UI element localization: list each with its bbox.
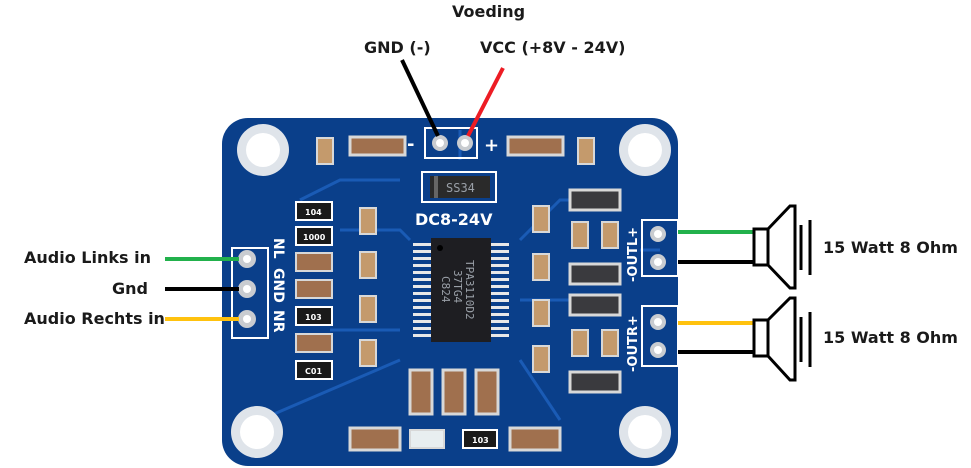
- chip-pins-right: [491, 243, 509, 337]
- capacitor-column-left: [359, 207, 377, 367]
- speaker-left-label: 15 Watt 8 Ohm: [823, 238, 958, 257]
- audio-gnd-label: Gnd: [112, 279, 148, 298]
- mounting-hole: [619, 124, 671, 176]
- audio-left-in-label: Audio Links in: [24, 248, 151, 267]
- gnd-power-label: GND (-): [364, 38, 431, 57]
- output-header-left: -OUTL+: [626, 219, 679, 282]
- mounting-hole: [237, 124, 289, 176]
- capacitor-column-right: [532, 205, 550, 373]
- chip-marking-1: TPA3110D2: [463, 260, 476, 320]
- resistor-marking: C01: [305, 367, 322, 376]
- mounting-hole: [231, 406, 283, 458]
- pcb-board: - + SS34 DC8-24V: [222, 118, 679, 466]
- speaker-icon: [752, 204, 812, 290]
- input-header: NL GND NR: [231, 238, 286, 339]
- speaker-right-label: 15 Watt 8 Ohm: [823, 328, 958, 347]
- smd-capacitor: [316, 137, 334, 165]
- amplifier-chip: TPA3110D2 37TG4 C824: [413, 238, 509, 342]
- silk-nr: NR: [270, 310, 286, 333]
- resistor-column: 104 1000 103 C01: [295, 201, 333, 380]
- power-title: Voeding: [452, 2, 526, 21]
- audio-right-in-label: Audio Rechts in: [24, 309, 165, 328]
- minus-silk: -: [407, 134, 414, 155]
- mounting-hole: [619, 406, 671, 458]
- resistor-marking: 103: [472, 436, 489, 445]
- silk-outl: -OUTL+: [626, 227, 641, 282]
- smd-led: [409, 429, 445, 449]
- gnd-power-wire: [400, 59, 440, 137]
- chip-marking-2: 37TG4: [451, 270, 464, 303]
- chip-pins-left: [413, 243, 431, 337]
- chip-marking-3: C824: [439, 276, 452, 303]
- smd-capacitor: [348, 135, 407, 157]
- diode-marking: SS34: [446, 181, 475, 195]
- bottom-capacitors: 103: [348, 368, 562, 452]
- voltage-silk: DC8-24V: [415, 210, 493, 229]
- speaker-icon: [752, 296, 812, 382]
- diode-ss34: SS34: [421, 171, 497, 203]
- vcc-power-wire: [466, 67, 505, 137]
- silk-gnd: GND: [270, 268, 286, 303]
- smd-capacitor: [577, 137, 595, 165]
- output-filter: [568, 188, 622, 394]
- smd-capacitor: [506, 135, 565, 157]
- resistor-marking: 104: [305, 208, 322, 217]
- resistor-marking: 1000: [303, 233, 326, 242]
- vcc-power-label: VCC (+8V - 24V): [480, 38, 626, 57]
- silk-outr: -OUTR+: [626, 315, 641, 372]
- output-header-right: -OUTR+: [626, 305, 679, 372]
- silk-nl: NL: [270, 238, 286, 259]
- resistor-marking: 103: [305, 313, 322, 322]
- power-header: - +: [407, 127, 499, 159]
- plus-silk: +: [484, 135, 499, 156]
